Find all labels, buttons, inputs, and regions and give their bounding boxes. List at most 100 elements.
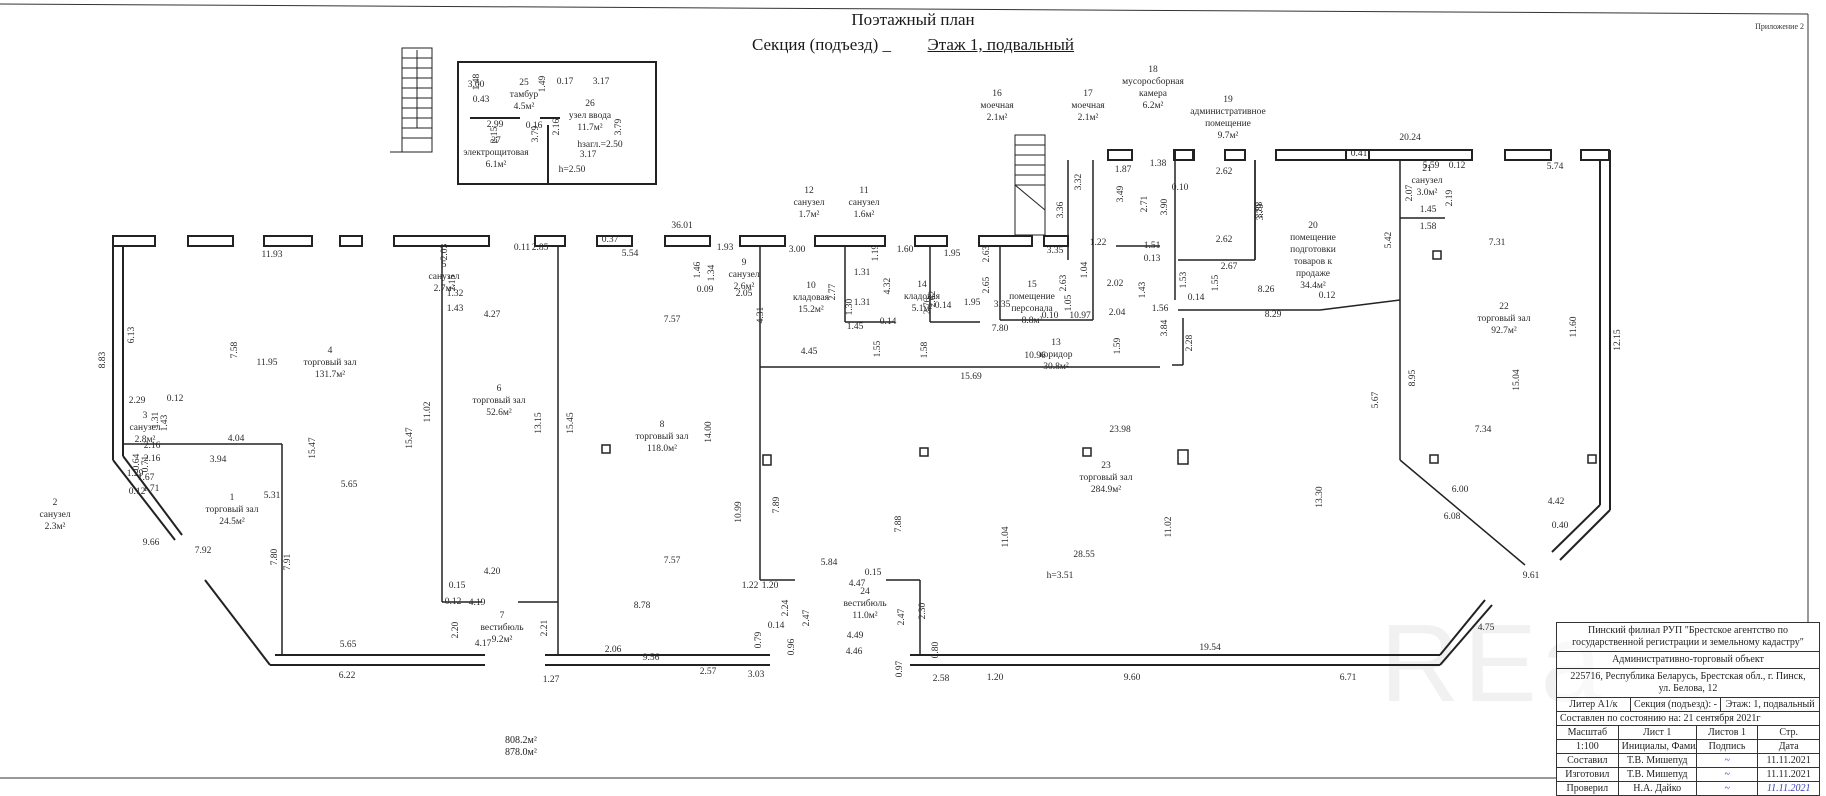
dimension-label: 2.77 [828, 283, 838, 300]
dimension-label: 3.36 [1056, 201, 1066, 218]
object-name: Административно-торговый объект [1612, 654, 1764, 665]
dimension-label: 13.30 [1315, 486, 1325, 508]
dimension-label: 0.11 [514, 243, 531, 253]
dimension-label: 4.19 [469, 598, 486, 608]
dimension-label: 0.14 [880, 317, 897, 327]
dimension-label: 5.84 [821, 558, 838, 568]
dimension-label: 0.13 [1144, 254, 1161, 264]
dimension-label: 1.32 [447, 289, 464, 299]
dimension-label: 3.17 [593, 77, 610, 87]
title-block: Пинский филиал РУП "Брестское агентство … [1556, 622, 1820, 796]
dimension-label: 2.63 [982, 245, 992, 262]
dimension-label: 6.13 [127, 326, 137, 343]
name-checked: Н.А. Дайко [1619, 782, 1697, 795]
dimension-label: 7.34 [1475, 425, 1492, 435]
dimension-label: 5.59 [1423, 161, 1440, 171]
dimension-label: 2.21 [540, 619, 550, 636]
role-checked: Проверил [1557, 782, 1619, 795]
dimension-label: 3.79 [1256, 203, 1266, 220]
dimension-label: 0.96 [787, 638, 797, 655]
dimension-label: 2.63 [1059, 274, 1069, 291]
dimension-label: 0.40 [1552, 521, 1569, 531]
dimension-label: 0.10 [1172, 183, 1189, 193]
role-made: Изготовил [1557, 768, 1619, 781]
dimension-label: 3.88 [1255, 201, 1265, 218]
dimension-label: 1.05 [1064, 294, 1074, 311]
dimension-label: 3.00 [789, 245, 806, 255]
dimension-label: 7.57 [664, 556, 681, 566]
dimension-label: 3.17 [580, 150, 597, 160]
dimension-label: 1.43 [1138, 281, 1148, 298]
dimension-label: 2.19 [1445, 189, 1455, 206]
dimension-label: 15.47 [308, 437, 318, 459]
dimension-label: 0.12 [129, 487, 146, 497]
sheet-border-top [0, 3, 1809, 15]
dimension-label: 7.80 [992, 324, 1009, 334]
dimension-label: 3.35 [994, 300, 1011, 310]
floor-label: Этаж 1, подвальный [927, 35, 1075, 54]
dimension-label: 0.43 [473, 95, 490, 105]
dimension-label: 0.15 [865, 568, 882, 578]
dimension-label: 3.00 [468, 80, 485, 90]
dimension-label: 20.24 [1399, 133, 1421, 143]
dimension-label: 4.45 [801, 347, 818, 357]
dimension-label: 0.17 [557, 77, 574, 87]
dimension-label: 1.34 [707, 264, 717, 281]
dimension-label: 6.00 [1452, 485, 1469, 495]
dimension-label: 2.20 [451, 621, 461, 638]
dimension-label: 8.78 [634, 601, 651, 611]
org-line-1: Пинский филиал РУП "Брестское агентство … [1587, 625, 1789, 636]
dimension-label: 2.62 [1216, 167, 1233, 177]
dimension-label: 1.58 [1420, 222, 1437, 232]
dimension-label: 0.71 [141, 455, 151, 472]
plan-title: Поэтажный план [851, 10, 975, 29]
dimension-label: 1.51 [1144, 241, 1161, 251]
header-scale: Масштаб [1557, 726, 1619, 739]
total-area-2: 878.0м² [505, 747, 537, 758]
dimension-label: 2.62 [1216, 235, 1233, 245]
section-label: Секция (подъезд) _ [751, 35, 892, 54]
dimension-label: 1.48 [472, 73, 482, 90]
dimension-label: 6.08 [1444, 512, 1461, 522]
dimension-label: 1.29 [127, 469, 144, 479]
dimension-label: 1.30 [845, 298, 855, 315]
dimension-label: 0.80 [931, 641, 941, 658]
dimension-label: 5.31 [264, 491, 281, 501]
dimension-label: 4.04 [228, 434, 245, 444]
dimension-label: 1.56 [1152, 304, 1169, 314]
totals: 808.2м² 878.0м² [505, 735, 537, 759]
dimension-label: 7.92 [195, 546, 212, 556]
dimension-label: 0.14 [935, 301, 952, 311]
dimension-label: 1.67 [138, 473, 155, 483]
dimension-label: 10.99 [734, 501, 744, 523]
dimension-label: 10.96 [1024, 351, 1046, 361]
dimension-label: 7.89 [772, 496, 782, 513]
dimension-label: 2.28 [1185, 334, 1195, 351]
dimension-label: 11.02 [423, 401, 433, 422]
dimension-label: 1.93 [717, 243, 734, 253]
dimension-label: 2.05 [736, 289, 753, 299]
dimension-label: 8.26 [1258, 285, 1275, 295]
dimension-label: 9.60 [1124, 673, 1141, 683]
date-compiled: 11.11.2021 [1766, 755, 1811, 766]
dimension-label: 5.67 [1371, 391, 1381, 408]
header-page: Стр. [1779, 727, 1798, 738]
dimension-label: 1.45 [1420, 205, 1437, 215]
dimension-label: 1.43 [447, 304, 464, 314]
dimension-label: 11.93 [261, 250, 282, 260]
dimension-label: 1.95 [944, 249, 961, 259]
dimension-label: 28.55 [1073, 550, 1095, 560]
